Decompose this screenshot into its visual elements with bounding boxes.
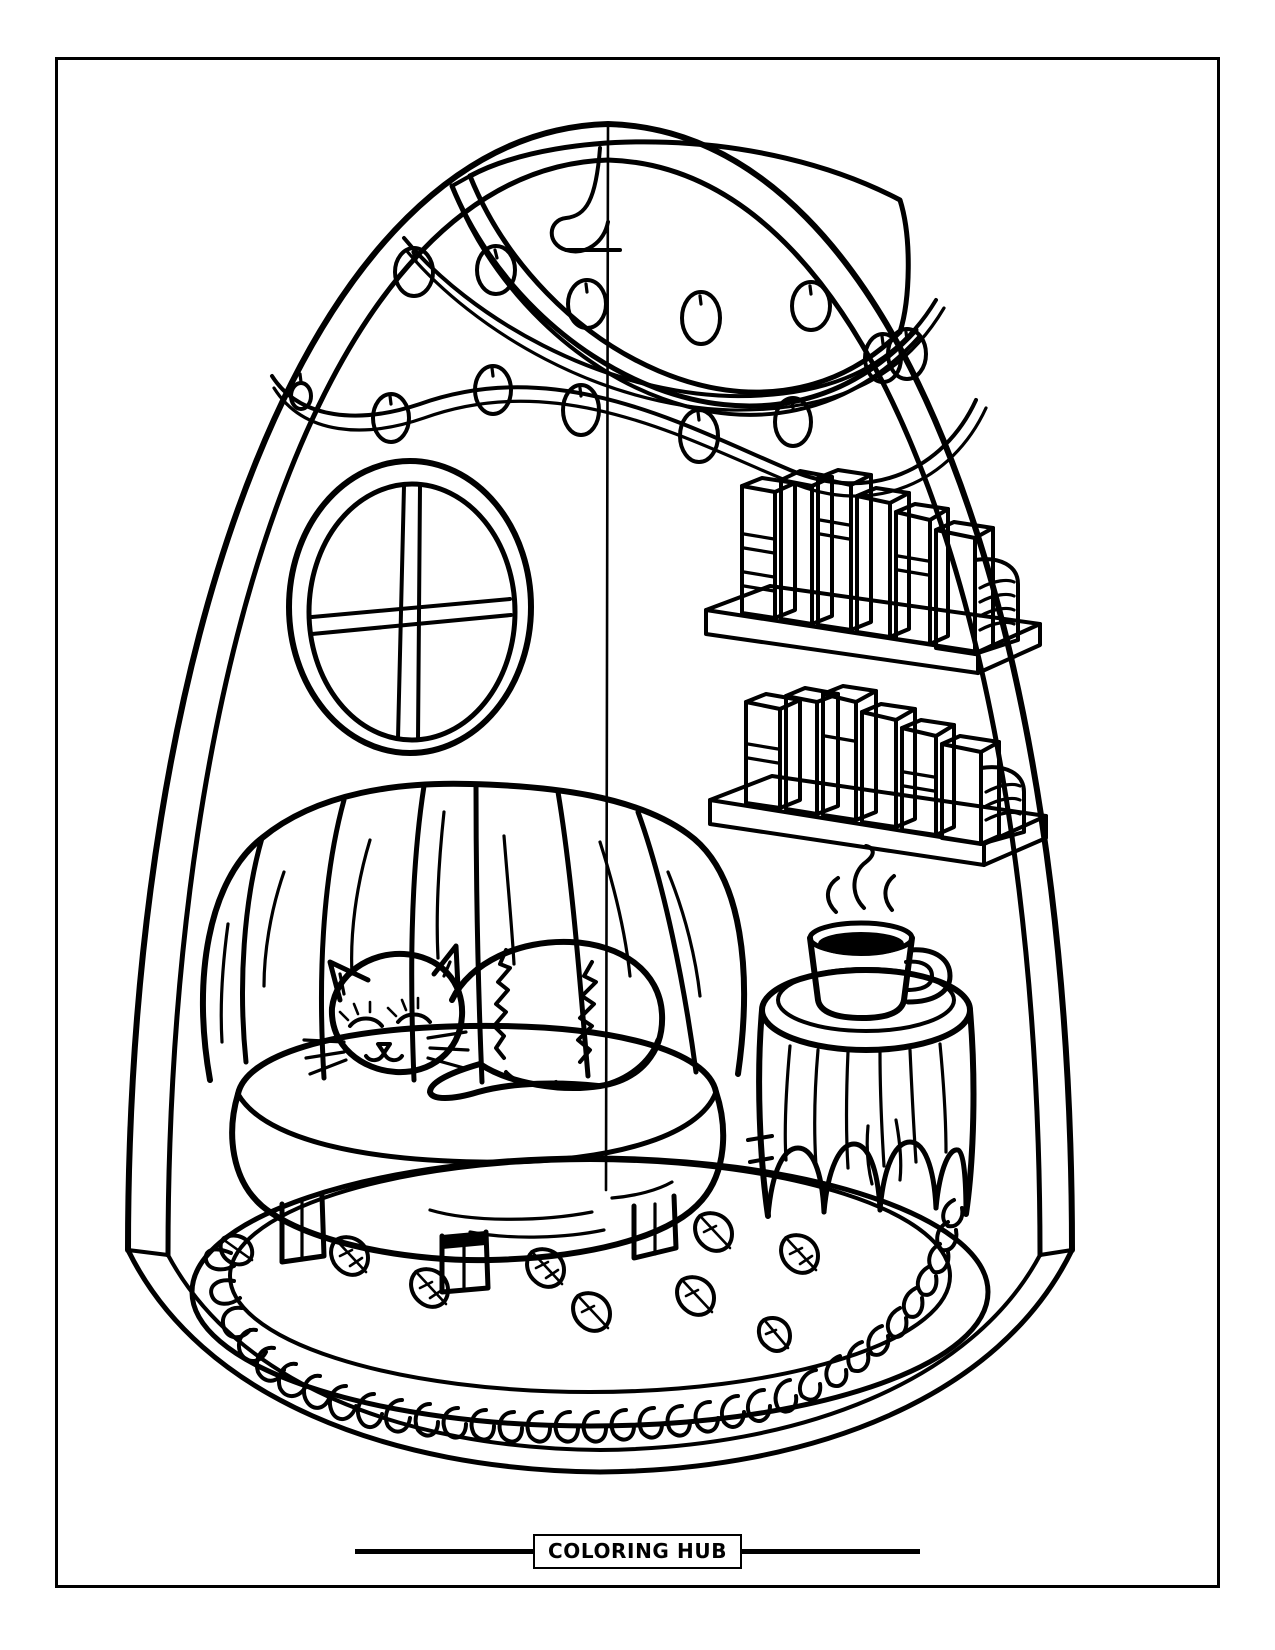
upper-bookshelf (704, 468, 1042, 675)
string-lights (270, 146, 988, 498)
brand-label: COLORING HUB (547, 1538, 728, 1563)
light-bulb-lower-6 (863, 332, 903, 384)
light-bulb-lower-4 (678, 408, 720, 464)
light-bulb-lower-1 (371, 392, 411, 444)
light-bulb-lower-7 (289, 372, 313, 411)
rug-fringe (203, 1198, 965, 1444)
light-bulb-upper-4 (680, 290, 722, 346)
rug-leaf-6 (675, 1275, 716, 1317)
oval-window (286, 458, 534, 756)
rug-leaf-4 (525, 1247, 566, 1289)
footer-rule-right (740, 1548, 921, 1554)
shell-armchair (199, 780, 747, 1295)
tree-stump-side-table (746, 967, 977, 1219)
lower-bookshelf (708, 684, 1048, 867)
light-bulb-upper-6 (886, 327, 928, 381)
chair-leg-left (279, 1193, 327, 1265)
page-border (55, 57, 1220, 1588)
rug-leaf-3 (409, 1267, 450, 1309)
chair-leg-right (631, 1193, 679, 1261)
canopy-swag (449, 139, 922, 417)
rug-leaf-2 (329, 1235, 370, 1277)
light-bulb-lower-5 (773, 396, 813, 448)
rug-leaf-8 (779, 1233, 820, 1275)
coffee-mug (807, 844, 953, 1021)
light-bulb-upper-5 (790, 280, 832, 332)
light-bulb-upper-1 (393, 246, 435, 298)
sleeping-cat (302, 938, 666, 1101)
light-bulb-lower-2 (473, 364, 513, 416)
rug-leaf-7 (693, 1211, 734, 1253)
rug-leaf-1 (218, 1233, 255, 1267)
light-bulb-lower-3 (561, 383, 601, 437)
oval-rug (189, 1155, 991, 1444)
chair-leg-center (439, 1229, 491, 1295)
rug-leaf-9 (757, 1316, 792, 1353)
light-bulb-upper-3 (566, 278, 608, 330)
footer-brand: COLORING HUB (0, 1528, 1275, 1574)
rug-leaf-5 (571, 1291, 612, 1333)
footer-rule-left (354, 1548, 535, 1554)
light-bulb-upper-2 (475, 244, 517, 296)
brand-box: COLORING HUB (532, 1533, 743, 1569)
